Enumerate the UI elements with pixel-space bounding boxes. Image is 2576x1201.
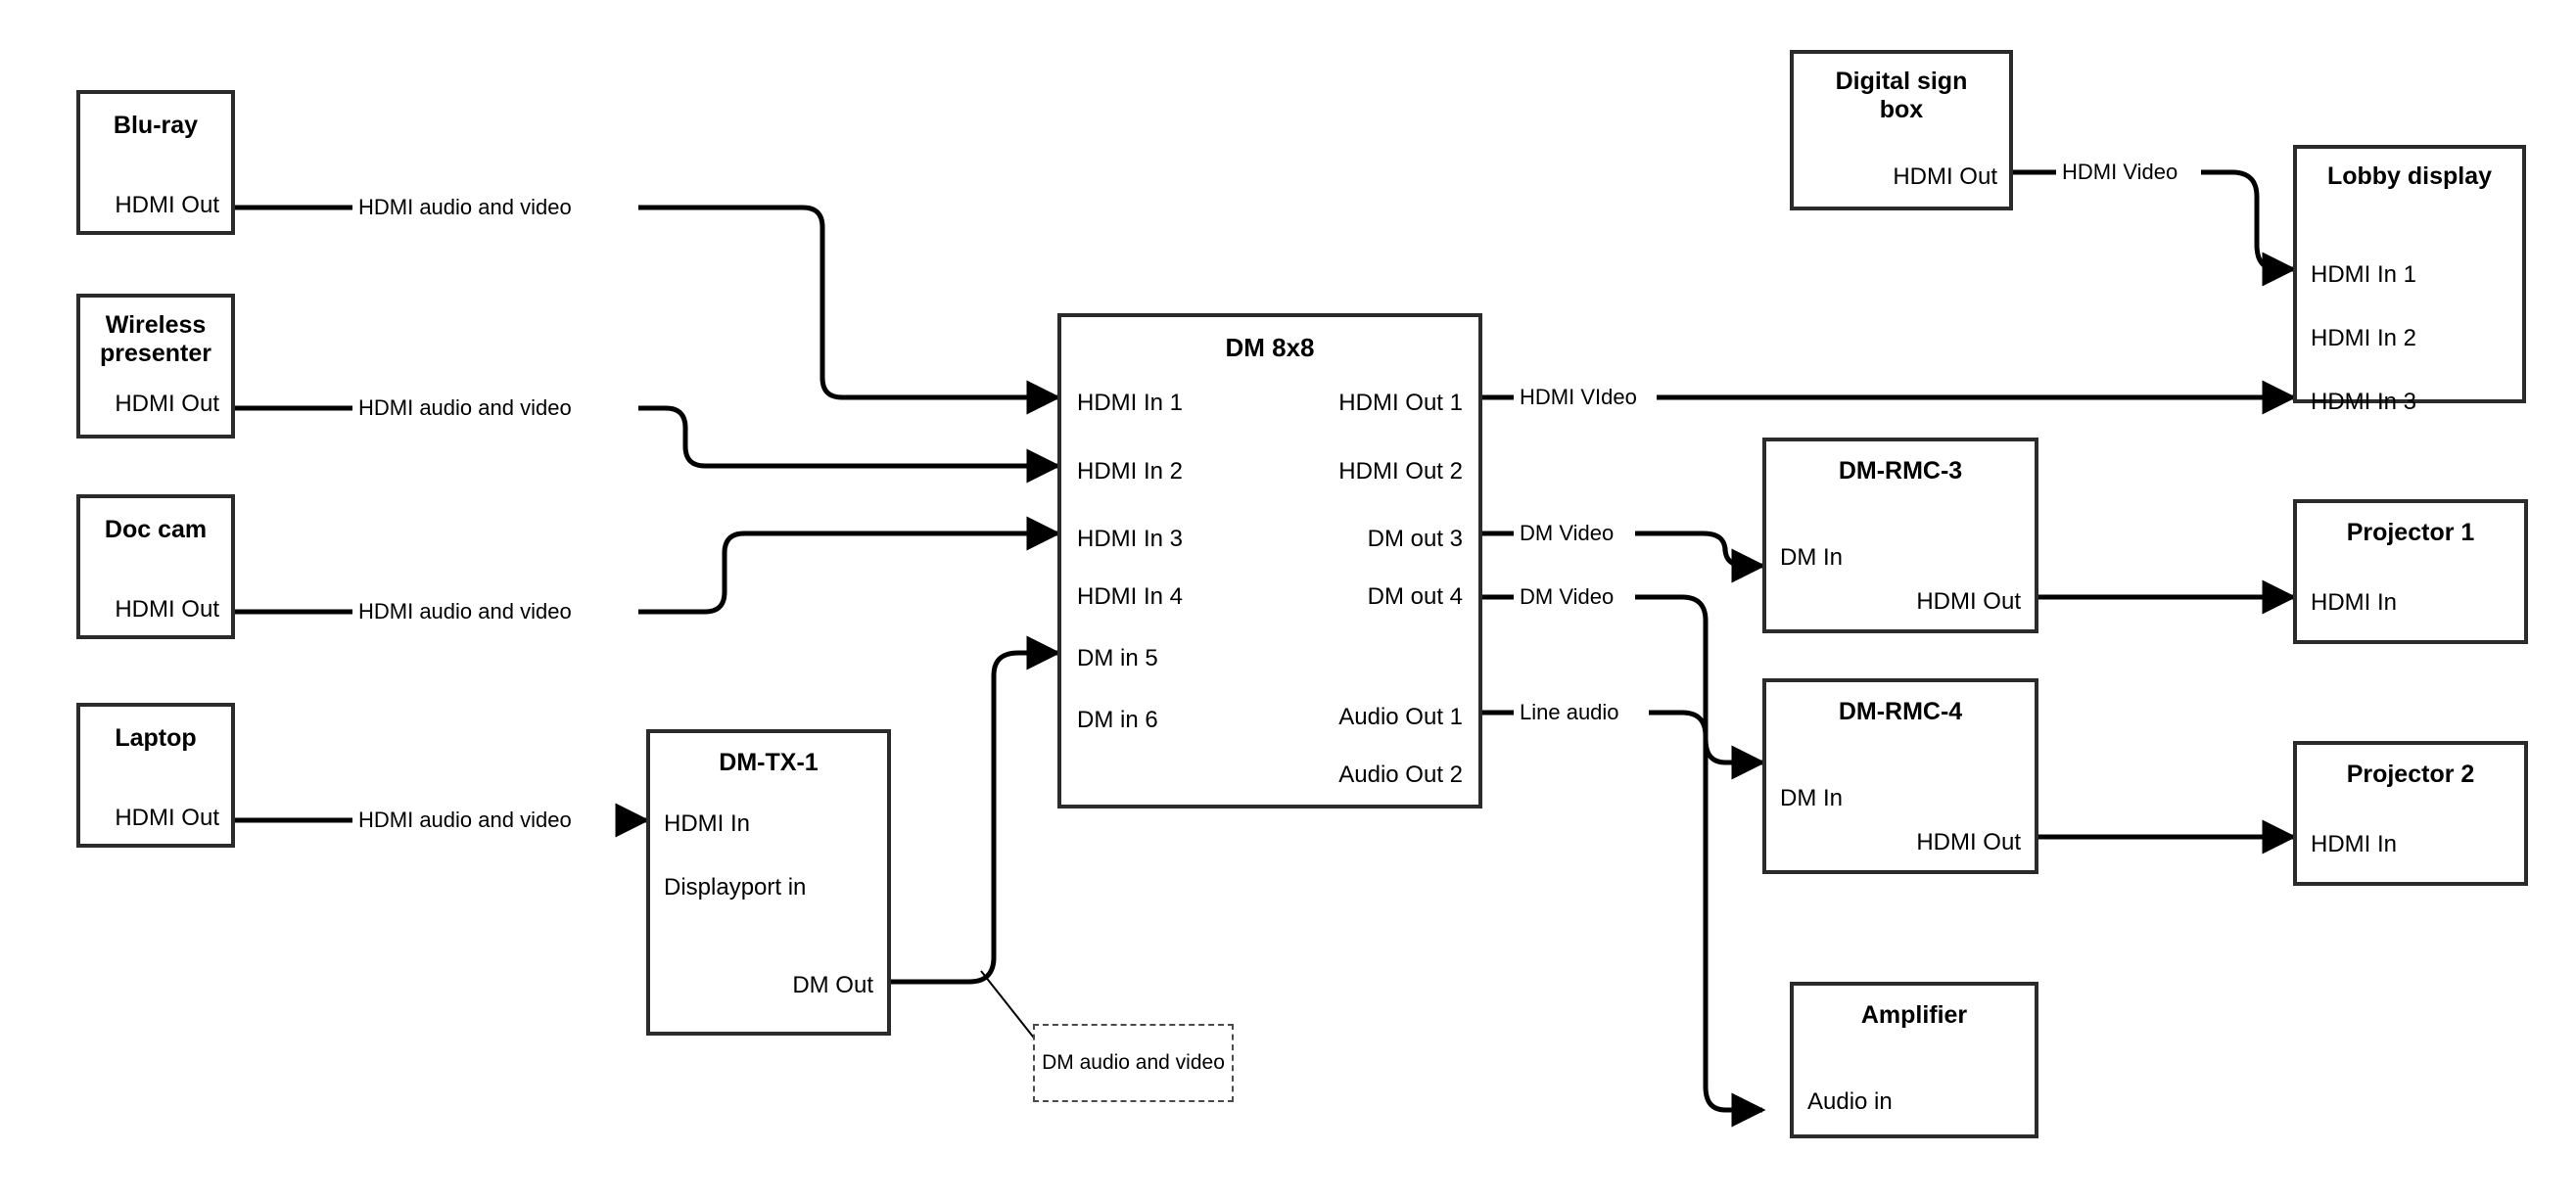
node-bluray-title: Blu-ray — [113, 112, 199, 139]
port-dm-rmc-3-hdmi-out: HDMI Out — [1916, 588, 2021, 615]
edge-label-laptop-to-dmtx1: HDMI audio and video — [352, 808, 578, 833]
edge-label-wireless-to-dm8x8: HDMI audio and video — [352, 395, 578, 421]
edge-label-bluray-to-dm8x8: HDMI audio and video — [352, 195, 578, 220]
node-doc-cam[interactable]: Doc cam HDMI Out — [76, 494, 235, 639]
port-dm-tx-1-displayport-in: Displayport in — [664, 874, 807, 901]
node-dm-8x8-title: DM 8x8 — [1225, 333, 1315, 362]
node-dm-rmc-4-title: DM-RMC-4 — [1838, 698, 1963, 725]
node-amplifier-title: Amplifier — [1860, 1001, 1968, 1029]
port-dm-rmc-4-hdmi-out: HDMI Out — [1916, 829, 2021, 855]
port-doc-cam-hdmi-out: HDMI Out — [115, 596, 219, 623]
port-dm-8x8-audio-out-2: Audio Out 2 — [1338, 762, 1463, 788]
node-projector-2-title: Projector 2 — [2346, 761, 2475, 788]
wire-dmtx1-to-dm8x8 — [891, 635, 1061, 985]
node-digital-sign-box-title: Digital sign box — [1835, 68, 1968, 123]
port-dm-8x8-hdmi-in-1: HDMI In 1 — [1077, 390, 1184, 416]
node-projector-1-title: Projector 1 — [2346, 519, 2475, 546]
node-laptop[interactable]: Laptop HDMI Out — [76, 703, 235, 848]
wire-dm8x8-out4-to-rmc4 — [1482, 594, 1762, 762]
port-amplifier-audio-in: Audio in — [1807, 1088, 1893, 1115]
wire-bluray-to-dm8x8 — [235, 205, 1057, 397]
node-lobby-display[interactable]: Lobby display HDMI In 1 HDMI In 2 HDMI I… — [2293, 145, 2526, 415]
wire-signbox-to-lobby — [2013, 169, 2293, 269]
edge-label-dm8x8-out4-to-rmc4: DM Video — [1514, 584, 1620, 610]
node-dm-rmc-3[interactable]: DM-RMC-3 DM In HDMI Out — [1762, 438, 2038, 633]
port-laptop-hdmi-out: HDMI Out — [115, 805, 219, 831]
port-dm-8x8-dm-in-5: DM in 5 — [1077, 645, 1158, 671]
edge-label-dm8x8-audio1-to-amp: Line audio — [1514, 700, 1625, 725]
port-projector-1-hdmi-in: HDMI In — [2311, 589, 2398, 616]
port-wireless-presenter-hdmi-out: HDMI Out — [115, 391, 219, 417]
port-projector-2-hdmi-in: HDMI In — [2311, 831, 2398, 857]
node-dm-tx-1[interactable]: DM-TX-1 HDMI In Displayport in DM Out — [646, 729, 891, 1036]
wire-dm8x8-audio1-to-amp — [1482, 710, 1762, 1110]
node-dm-rmc-4[interactable]: DM-RMC-4 DM In HDMI Out — [1762, 678, 2038, 874]
node-lobby-display-title: Lobby display — [2326, 162, 2493, 190]
wire-doccam-to-dm8x8 — [235, 533, 1057, 615]
port-lobby-display-hdmi-in-3: HDMI In 3 — [2311, 389, 2417, 415]
node-wireless-presenter-title: Wireless presenter — [100, 311, 211, 367]
port-dm-8x8-dm-in-6: DM in 6 — [1077, 707, 1158, 733]
wire-dm8x8-out3-to-rmc3 — [1482, 533, 1762, 566]
wire-wireless-to-dm8x8 — [235, 405, 1057, 466]
node-doc-cam-title: Doc cam — [104, 516, 208, 543]
node-dm-rmc-3-title: DM-RMC-3 — [1838, 457, 1963, 485]
port-dm-8x8-audio-out-1: Audio Out 1 — [1338, 704, 1463, 730]
node-projector-1[interactable]: Projector 1 HDMI In — [2293, 499, 2528, 644]
node-laptop-title: Laptop — [115, 724, 197, 752]
port-dm-8x8-hdmi-out-1: HDMI Out 1 — [1338, 390, 1463, 416]
port-dm-8x8-dm-out-3: DM out 3 — [1367, 526, 1463, 552]
port-dm-8x8-hdmi-out-2: HDMI Out 2 — [1338, 458, 1463, 485]
edge-label-doccam-to-dm8x8: HDMI audio and video — [352, 599, 578, 624]
port-dm-tx-1-dm-out: DM Out — [792, 972, 873, 998]
port-dm-tx-1-hdmi-in: HDMI In — [664, 810, 751, 837]
node-bluray[interactable]: Blu-ray HDMI Out — [76, 90, 235, 235]
node-amplifier[interactable]: Amplifier Audio in — [1790, 982, 2038, 1138]
port-dm-8x8-dm-out-4: DM out 4 — [1367, 583, 1463, 610]
port-digital-sign-box-hdmi-out: HDMI Out — [1893, 163, 1997, 190]
node-digital-sign-box[interactable]: Digital sign box HDMI Out — [1790, 50, 2013, 210]
node-wireless-presenter[interactable]: Wireless presenter HDMI Out — [76, 294, 235, 439]
port-dm-8x8-hdmi-in-4: HDMI In 4 — [1077, 583, 1184, 610]
edge-label-signbox-to-lobby: HDMI Video — [2056, 160, 2184, 185]
node-projector-2[interactable]: Projector 2 HDMI In — [2293, 741, 2528, 886]
port-dm-8x8-hdmi-in-3: HDMI In 3 — [1077, 526, 1184, 552]
node-dm-tx-1-title: DM-TX-1 — [719, 749, 819, 776]
port-dm-rmc-3-dm-in: DM In — [1780, 544, 1844, 571]
port-dm-8x8-hdmi-in-2: HDMI In 2 — [1077, 458, 1184, 485]
edge-label-dm8x8-out3-to-rmc3: DM Video — [1514, 521, 1620, 546]
port-bluray-hdmi-out: HDMI Out — [115, 192, 219, 218]
edge-label-dm8x8-out1-to-lobby: HDMI VIdeo — [1514, 385, 1643, 410]
node-dm-8x8[interactable]: DM 8x8 HDMI In 1 HDMI In 2 HDMI In 3 HDM… — [1057, 313, 1482, 808]
port-lobby-display-hdmi-in-2: HDMI In 2 — [2311, 325, 2417, 351]
callout-text: DM audio and video — [1042, 1051, 1225, 1075]
callout-dm-audio-and-video: DM audio and video — [1033, 1024, 1234, 1102]
port-dm-rmc-4-dm-in: DM In — [1780, 785, 1844, 811]
port-lobby-display-hdmi-in-1: HDMI In 1 — [2311, 261, 2417, 288]
